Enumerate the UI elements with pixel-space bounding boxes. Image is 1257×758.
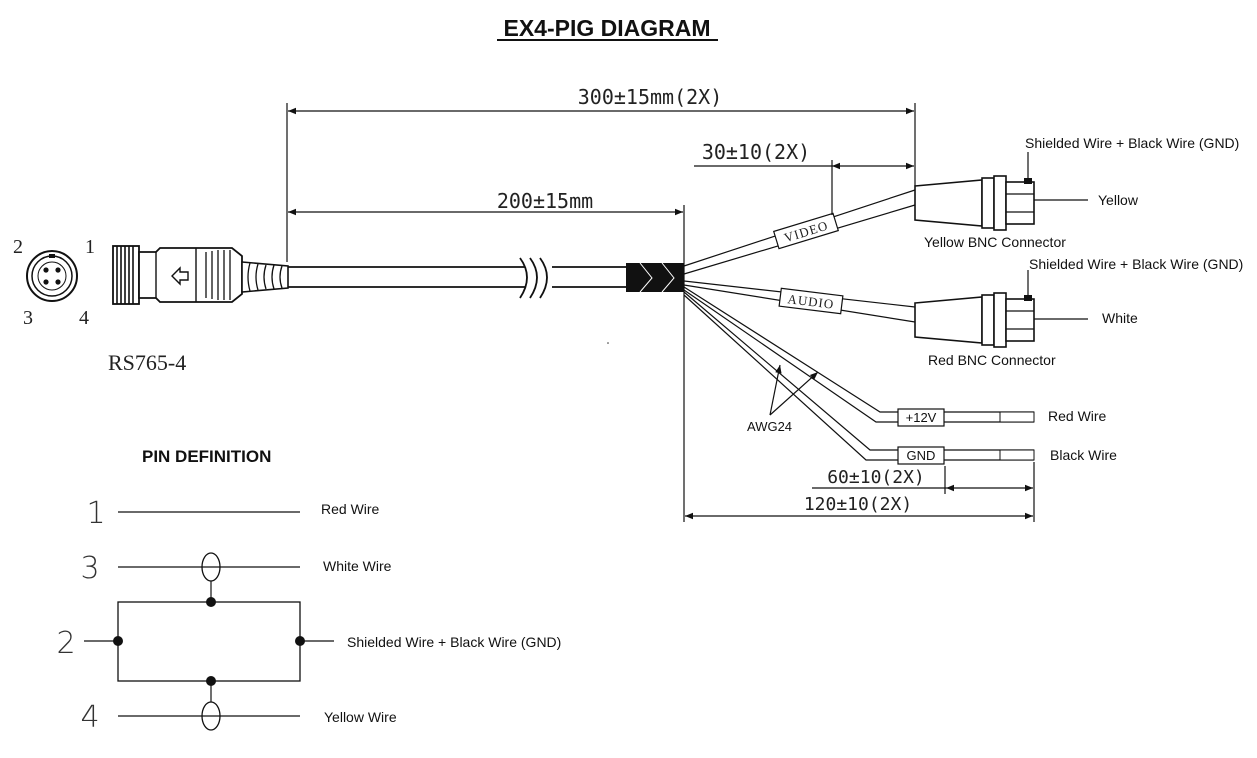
red-bnc-shield-label: Shielded Wire + Black Wire (GND) [1029, 256, 1243, 272]
red-bnc-tip-label: White [1102, 310, 1138, 326]
ground-sleeve: GND [897, 446, 945, 465]
connector-body [112, 245, 289, 305]
pin-row-3-number: 3 [80, 551, 99, 586]
pin-row-3-label: White Wire [323, 558, 392, 574]
video-sleeve: VIDEO [772, 212, 840, 250]
red-lead-label: Red Wire [1048, 408, 1107, 424]
audio-sleeve-label: AUDIO [787, 291, 835, 312]
connector-pin-label-2: 2 [13, 236, 23, 258]
ground-branch [683, 291, 1034, 461]
red-bnc-connector [914, 270, 1088, 348]
connector-model: RS765-4 [108, 350, 186, 375]
dimension-cable-label: 200±15mm [497, 189, 593, 213]
pin-row-2-number: 2 [56, 626, 75, 661]
black-lead-tip [999, 449, 1035, 461]
dimension-overall-label: 300±15mm(2X) [578, 85, 723, 109]
dimension-lead-total-label: 120±10(2X) [804, 494, 912, 515]
pin-row-2-label: Shielded Wire + Black Wire (GND) [347, 634, 561, 650]
pin-row-4-number: 4 [80, 700, 99, 735]
connector-pin-label-1: 1 [85, 236, 95, 258]
ground-sleeve-label: GND [907, 448, 936, 463]
yellow-bnc-connector-label: Yellow BNC Connector [924, 234, 1066, 250]
red-bnc-connector-label: Red BNC Connector [928, 352, 1056, 368]
power-branch [683, 286, 1034, 423]
dimension-overall [286, 103, 916, 262]
audio-sleeve: AUDIO [778, 287, 844, 315]
power-sleeve: +12V [897, 408, 945, 427]
dimension-lead-strip [812, 462, 1035, 522]
yellow-bnc-connector [914, 152, 1088, 231]
dimension-breakout-label: 30±10(2X) [702, 140, 810, 164]
black-lead-label: Black Wire [1050, 447, 1117, 463]
diagram-title: EX4-PIG DIAGRAM [503, 15, 710, 41]
pin-row-1-label: Red Wire [321, 501, 380, 517]
main-cable [288, 257, 626, 299]
yellow-bnc-shield-label: Shielded Wire + Black Wire (GND) [1025, 135, 1239, 151]
stray-dot [607, 342, 609, 344]
red-lead-tip [999, 411, 1035, 423]
pin-row-1-number: 1 [86, 496, 105, 531]
connector-pin-label-4: 4 [79, 307, 89, 329]
awg-label: AWG24 [747, 419, 792, 434]
dimension-lead-strip-label: 60±10(2X) [827, 467, 925, 488]
yellow-bnc-tip-label: Yellow [1098, 192, 1139, 208]
pin-row-4-shield-ellipse [201, 701, 221, 731]
connector-face [26, 250, 78, 302]
splitter-block [626, 262, 684, 293]
pin-shield-box [84, 581, 334, 702]
connector-pin-label-3: 3 [23, 307, 33, 329]
pin-row-4-label: Yellow Wire [324, 709, 397, 725]
dimension-cable [288, 205, 685, 522]
power-sleeve-label: +12V [906, 410, 937, 425]
pin-definition-heading: PIN DEFINITION [142, 447, 271, 466]
dimension-breakout [694, 160, 914, 215]
awg-callout [769, 364, 819, 416]
